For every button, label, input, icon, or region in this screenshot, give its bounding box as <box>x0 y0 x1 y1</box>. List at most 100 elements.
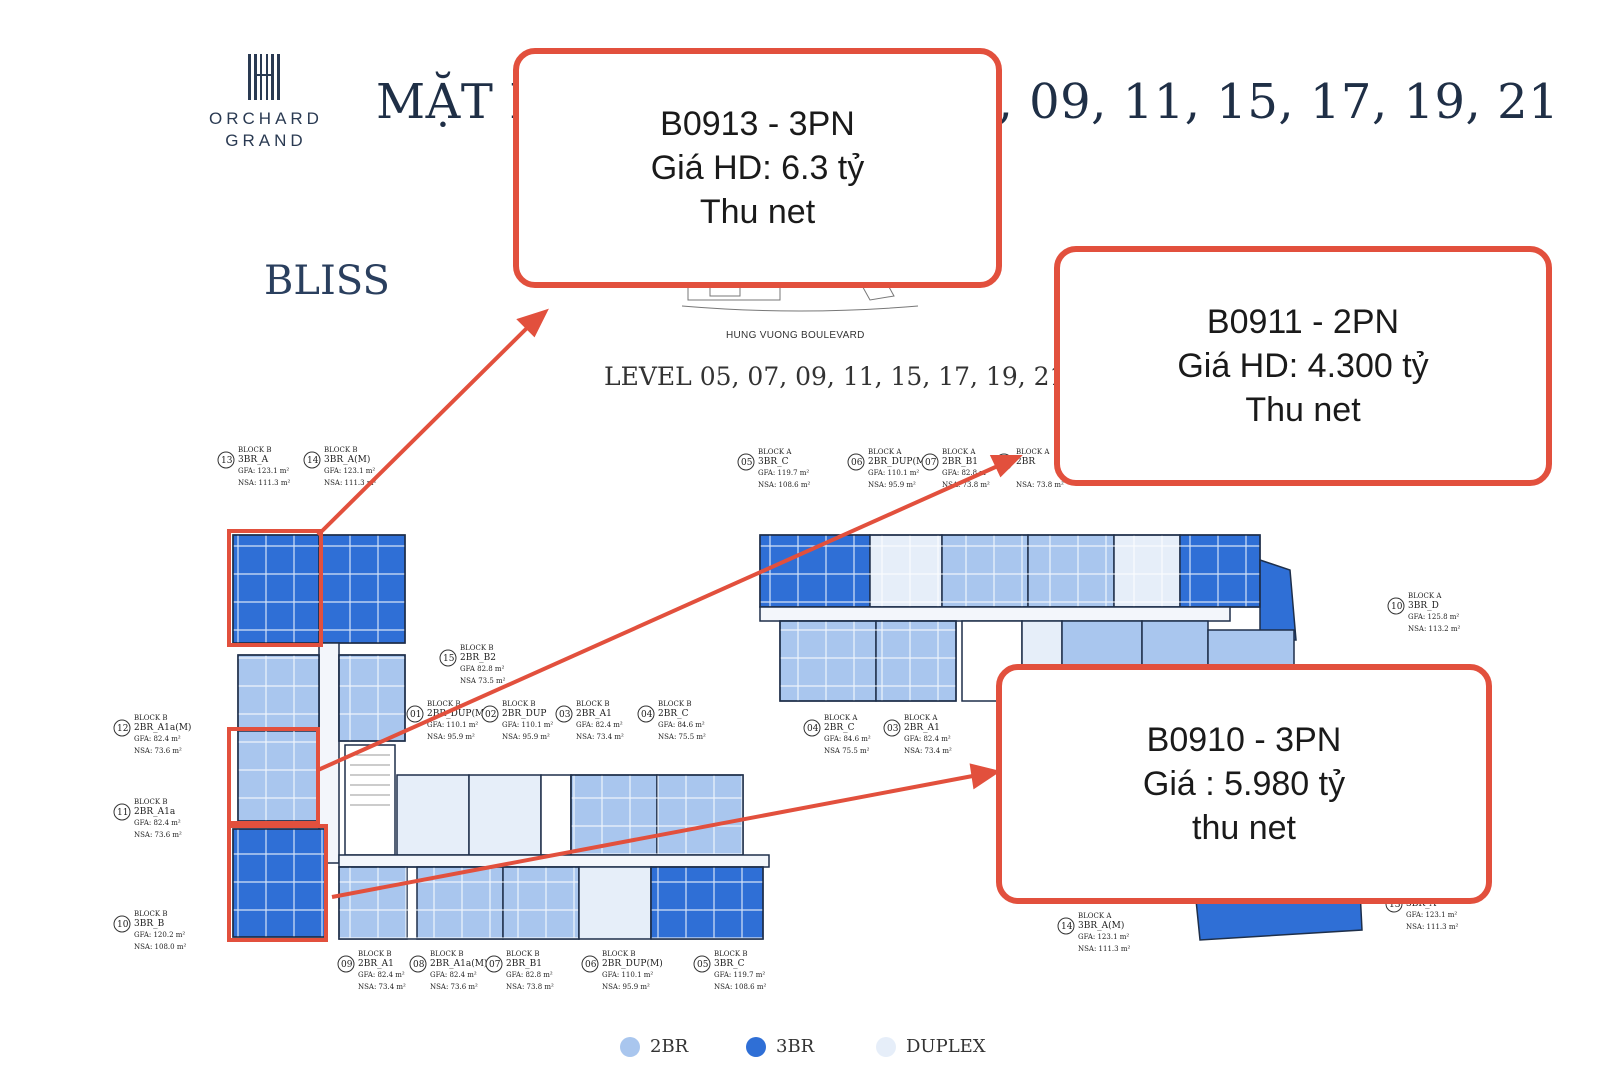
callout-b0910-price: Giá : 5.980 tỷ <box>1142 765 1346 803</box>
block-a-unit-text: 14 <box>1061 922 1073 932</box>
arrow-to-b0910 <box>331 773 979 899</box>
callout-b0911: B0911 - 2PN Giá HD: 4.300 tỷ Thu net <box>1054 246 1552 486</box>
block-a-unit-text: NSA: 73.4 m² <box>904 747 952 755</box>
block-b-unit-text: GFA: 84.6 m² <box>658 721 705 729</box>
block-a-unit-text: GFA: 119.7 m² <box>758 469 809 477</box>
block-b-unit-text: GFA: 110.1 m² <box>427 721 478 729</box>
block-b-unit-text: NSA 73.5 m² <box>460 677 506 685</box>
block-b-unit-text: 2BR_B2 <box>460 653 496 663</box>
block-a-unit-text: BLOCK A <box>1408 592 1442 600</box>
block-b-unit-text: GFA: 110.1 m² <box>502 721 553 729</box>
block-a-unit-text: 07 <box>925 458 937 468</box>
block-b-unit-text: BLOCK B <box>576 700 610 708</box>
block-a-unit-text: NSA: 73.8 m² <box>942 481 990 489</box>
block-b-unit-number-circle <box>439 649 457 667</box>
block-b-unit-text: 3BR_B <box>134 919 165 929</box>
block-b-unit-text: NSA: 73.4 m² <box>358 983 406 991</box>
block-b-unit-text: 07 <box>489 960 501 970</box>
block-b-unit-text: BLOCK B <box>427 700 461 708</box>
block-a-unit-text: NSA: 113.2 m² <box>1408 625 1460 633</box>
highlight-boxes <box>227 529 328 942</box>
block-a-unit-number-circle <box>1387 597 1405 615</box>
block-a-unit-text: GFA: 123.1 m² <box>1078 933 1129 941</box>
block-a-unit-text: GFA: 82.8 m² <box>942 469 989 477</box>
block-b-unit-text: BLOCK B <box>430 950 464 958</box>
block-b-unit-number-circle <box>637 705 655 723</box>
block-a-unit-text: 2BR <box>1016 457 1035 467</box>
arrow-to-b0913 <box>316 323 532 537</box>
block-b-unit-text: GFA: 110.1 m² <box>602 971 653 979</box>
callout-arrows <box>316 308 1023 899</box>
block-a-unit-number-circle <box>737 453 755 471</box>
block-b-unit-text: BLOCK B <box>506 950 540 958</box>
block-a-unit-text: 06 <box>851 458 863 468</box>
block-a-unit-text: 13 <box>1389 900 1401 910</box>
block-b-unit-text: BLOCK B <box>460 644 494 652</box>
block-a-unit-text: NSA: 95.9 m² <box>868 481 916 489</box>
block-a-unit-text: 3BR_D <box>1408 601 1439 611</box>
block-a-unit-number-circle <box>803 719 821 737</box>
block-a-unit-text: 3BR_A(M) <box>1078 920 1124 931</box>
block-b-unit-number-circle <box>303 451 321 469</box>
callout-b0910-note: thu net <box>1192 809 1296 847</box>
callout-b0913-note: Thu net <box>699 193 816 231</box>
block-b-unit-text: BLOCK B <box>134 910 168 918</box>
block-b-unit-text: NSA: 108.6 m² <box>714 983 766 991</box>
block-b-unit-text: GFA: 82.4 m² <box>134 735 181 743</box>
block-b-unit-text: 2BR_DUP(M) <box>602 958 663 969</box>
block-b-unit-text: NSA: 75.5 m² <box>658 733 706 741</box>
block-a-unit-text: 3BR_C <box>758 457 789 467</box>
block-a-unit-text: NSA: 73.8 m² <box>1016 481 1064 489</box>
block-a-unit-text: 3BR_A <box>1406 899 1437 909</box>
callout-b0911-unit: B0911 - 2PN <box>1206 303 1400 341</box>
highlight-b0913 <box>227 529 323 647</box>
block-a-unit-text: BLOCK A <box>1078 912 1112 920</box>
block-a-unit-text: 2BR_C <box>824 723 855 733</box>
callout-b0913: B0913 - 3PN Giá HD: 6.3 tỷ Thu net <box>513 48 1002 288</box>
legend-item-2br: 2BR <box>620 1036 688 1057</box>
block-b-unit-number-circle <box>337 955 355 973</box>
block-b-unit-number-circle <box>581 955 599 973</box>
legend: 2BR 3BR DUPLEX <box>620 1036 1040 1066</box>
block-a-unit-text: 03 <box>887 724 899 734</box>
block-b-unit-text: BLOCK B <box>602 950 636 958</box>
block-a-unit-text: GFA: 82.4 m² <box>904 735 951 743</box>
highlight-b0910 <box>227 824 328 942</box>
block-a-unit-text: GFA: 84.6 m² <box>824 735 871 743</box>
legend-item-duplex: DUPLEX <box>876 1036 986 1057</box>
block-b-unit-text: 2BR_A1a(M) <box>430 958 487 969</box>
block-a-unit-text: 2BR_A1 <box>904 723 940 733</box>
block-b-unit-text: 15 <box>443 654 455 664</box>
block-b-unit-text: 2BR_DUP <box>502 709 546 719</box>
block-b-unit-text: 2BR_B1 <box>506 959 542 969</box>
block-b-unit-text: 03 <box>559 710 571 720</box>
block-b-unit-number-circle <box>113 719 131 737</box>
block-b-unit-text: 3BR_C <box>714 959 745 969</box>
callout-b0910: B0910 - 3PN Giá : 5.980 tỷ thu net <box>996 664 1492 904</box>
legend-swatch-3br <box>746 1036 766 1057</box>
block-b-unit-text: 08 <box>413 960 425 970</box>
arrow-to-b0911 <box>317 463 1001 772</box>
block-b-unit-text: NSA: 111.3 m² <box>238 479 290 487</box>
block-b-unit-text: 2BR_A1 <box>358 959 394 969</box>
block-b-unit-text: BLOCK B <box>502 700 536 708</box>
brand-line-2: GRAND <box>225 131 307 150</box>
block-a-unit-text: GFA: 110.1 m² <box>868 469 919 477</box>
callout-b0911-note: Thu net <box>1245 391 1361 429</box>
block-a-unit-text: BLOCK A <box>1016 448 1050 456</box>
block-b-unit-text: BLOCK B <box>238 446 272 454</box>
block-a-unit-text: BLOCK A <box>758 448 792 456</box>
block-b-unit-text: GFA: 82.8 m² <box>506 971 553 979</box>
block-a-unit-number-circle <box>1057 917 1075 935</box>
block-b-unit-text: NSA: 95.9 m² <box>502 733 550 741</box>
